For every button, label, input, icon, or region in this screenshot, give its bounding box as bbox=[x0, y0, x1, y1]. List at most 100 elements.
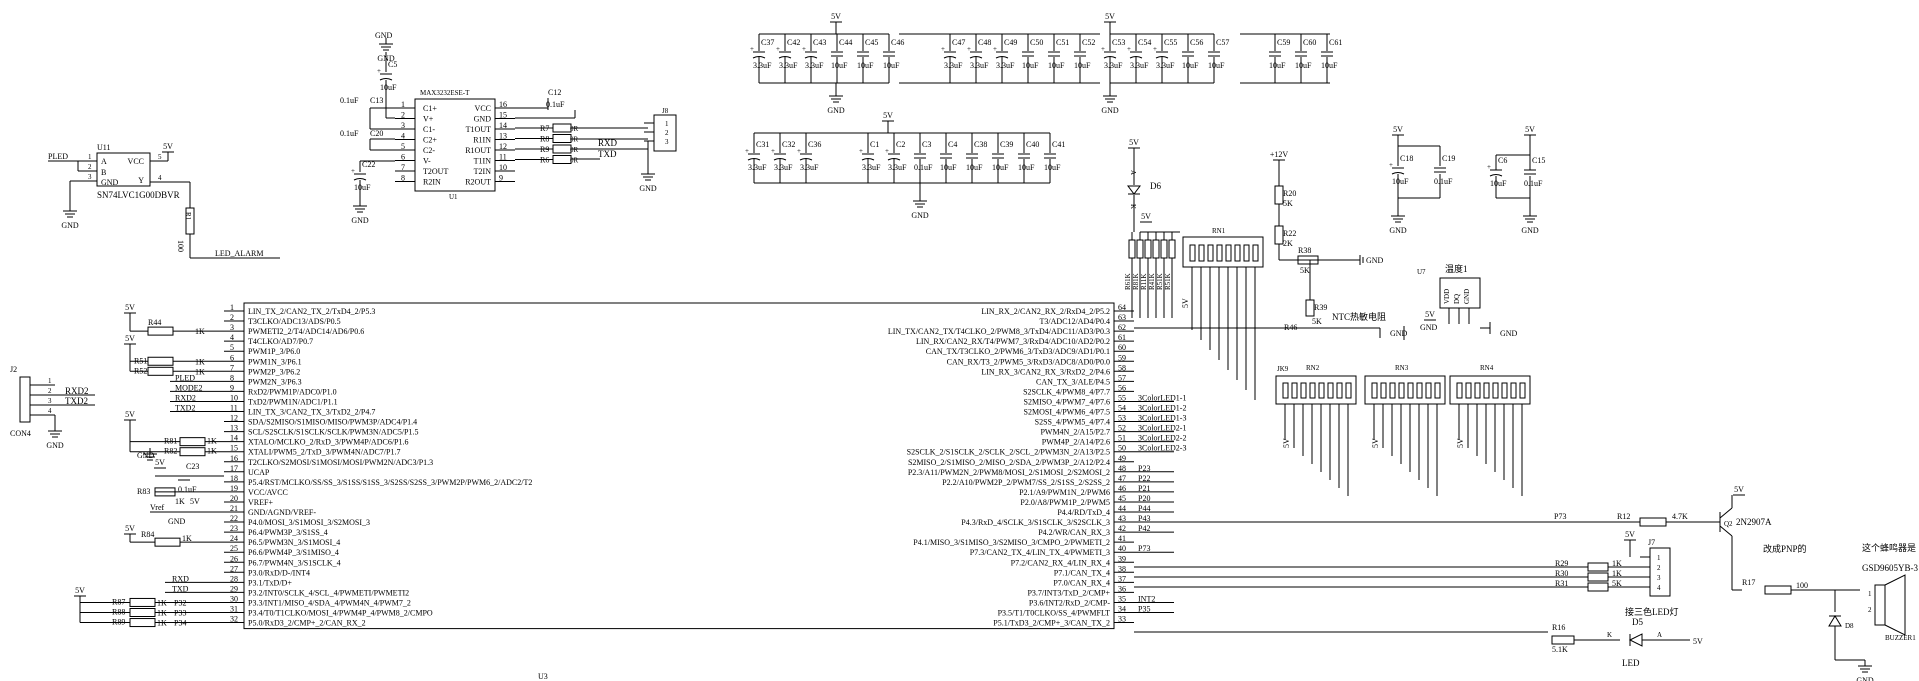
res-ref: R51 bbox=[134, 356, 147, 365]
gnd-label: GND bbox=[1101, 106, 1119, 115]
resistor bbox=[552, 134, 572, 143]
rn-element bbox=[1492, 382, 1499, 399]
pin-number: 63 bbox=[1118, 313, 1126, 322]
pin-number: 15 bbox=[230, 444, 238, 453]
pin-label: P4.4/RD/TxD_4 bbox=[1057, 508, 1110, 517]
res-value: 1K bbox=[1612, 569, 1622, 578]
pin-label: GND bbox=[474, 115, 492, 124]
vcc-label: 5V bbox=[1425, 310, 1435, 319]
resistor bbox=[179, 447, 206, 457]
rn-element bbox=[1282, 382, 1289, 399]
resistor-r39 bbox=[1305, 299, 1315, 317]
pin-number: 4 bbox=[1657, 584, 1661, 592]
pin-label: LIN_TX_2/CAN2_TX_2/TxD4_2/P5.3 bbox=[248, 307, 375, 316]
pin-number: 1 bbox=[665, 120, 669, 128]
cap-ref: C53 bbox=[1112, 38, 1125, 47]
connector-j8 bbox=[653, 114, 677, 152]
pin-label: P2.2/A10/PWM2P_2/PWM7/SS_2/S1SS_2/S2SS_2 bbox=[942, 478, 1110, 487]
pin-label: T4CLKO/AD7/P0.7 bbox=[248, 337, 313, 346]
rn-element bbox=[1336, 382, 1343, 399]
rn-element bbox=[1327, 382, 1334, 399]
cap-value: 10uF bbox=[1208, 61, 1225, 70]
transistor-part: 2N2907A bbox=[1736, 517, 1772, 527]
u11-body bbox=[96, 152, 151, 187]
resistor bbox=[129, 618, 156, 628]
pin-number: 1 bbox=[1657, 554, 1661, 562]
rn-element bbox=[1243, 244, 1250, 262]
pin-number: 8 bbox=[230, 373, 234, 382]
vcc-label: 5V bbox=[125, 334, 135, 343]
vcc-label: 5V bbox=[1393, 125, 1403, 134]
pin-label: P3.1/TxD/D+ bbox=[248, 578, 292, 587]
resistor bbox=[552, 144, 572, 154]
buzzer-horn bbox=[1884, 574, 1906, 636]
pin-number: 61 bbox=[1118, 333, 1126, 342]
res-value: 100 bbox=[1796, 581, 1808, 590]
cap-ref: C57 bbox=[1216, 38, 1229, 47]
cap-value: 3.3uF bbox=[944, 61, 963, 70]
gnd-label: GND bbox=[1366, 256, 1384, 265]
res-ref: R88 bbox=[112, 608, 125, 617]
pin-number: 40 bbox=[1118, 544, 1126, 553]
vcc-label: 5V bbox=[1105, 12, 1115, 21]
pin-number: 28 bbox=[230, 574, 238, 583]
rn-element bbox=[1474, 382, 1481, 399]
cap-plate bbox=[861, 158, 875, 161]
rgb-label: 接三色LED灯 bbox=[1625, 606, 1679, 617]
cap-plus: + bbox=[885, 147, 889, 155]
pin-label: R2OUT bbox=[465, 178, 491, 187]
buzzer-note: 改成PNP的 bbox=[1763, 543, 1807, 554]
cap-plate bbox=[969, 56, 983, 59]
pin-number: 2 bbox=[1657, 564, 1661, 572]
gnd-label: GND bbox=[351, 216, 369, 225]
vcc-label: 5V bbox=[1181, 298, 1190, 308]
res-ref: R87 bbox=[112, 597, 125, 606]
res-ref: R1 bbox=[184, 212, 192, 221]
vcc-label: 5V bbox=[831, 12, 841, 21]
rn-element bbox=[1234, 244, 1241, 262]
vcc-label: 5V bbox=[1371, 438, 1380, 448]
net-label: 3ColorLED2-3 bbox=[1138, 444, 1186, 453]
cap-ref: C56 bbox=[1190, 38, 1203, 47]
net-label: P20 bbox=[1138, 494, 1150, 503]
cap-value: 10uF bbox=[940, 163, 957, 172]
pin-number: 41 bbox=[1118, 534, 1126, 543]
rn-element bbox=[1216, 244, 1223, 262]
pin-number: 64 bbox=[1118, 303, 1126, 312]
vcc-label: 5V bbox=[1129, 138, 1139, 147]
pin-label: DQ bbox=[1453, 294, 1461, 304]
resistor bbox=[129, 597, 156, 607]
rn-element bbox=[1300, 382, 1307, 399]
res-value: 5.1K bbox=[1552, 645, 1568, 654]
buzzer-note: 这个蜂鸣器是 bbox=[1862, 542, 1916, 553]
pin-label: K bbox=[1129, 204, 1137, 209]
pin-number: 55 bbox=[1118, 393, 1126, 402]
vcc-label: 5V bbox=[1141, 212, 1151, 221]
pin-number: 5 bbox=[230, 343, 234, 352]
pin-number: 29 bbox=[230, 584, 238, 593]
net-label: RXD bbox=[172, 574, 189, 583]
cap-value: 0.1uF bbox=[1434, 177, 1453, 186]
cap-ref: C48 bbox=[978, 38, 991, 47]
res-value: 5K bbox=[1612, 579, 1622, 588]
pin-label: P5.0/RxD3_2/CMP+_2/CAN_RX_2 bbox=[248, 619, 366, 628]
pin-label: CAN_TX/T3CLKO_2/PWM6_3/TxD3/ADC9/AD1/P0.… bbox=[926, 347, 1110, 356]
cap-value: 10uF bbox=[831, 61, 848, 70]
cap-value: 10uF bbox=[992, 163, 1009, 172]
pin-label: R1IN bbox=[473, 136, 491, 145]
net-label: TXD2 bbox=[175, 404, 195, 413]
cap-plate bbox=[747, 158, 761, 161]
pin-number: 36 bbox=[1118, 584, 1126, 593]
pin-number: 1 bbox=[1868, 590, 1872, 598]
net-label: RXD2 bbox=[65, 386, 89, 396]
pin-label: P3.3/INT1/MISO_4/SDA_4/PWM4N_4/PWM7_2 bbox=[248, 598, 411, 607]
resistor bbox=[1128, 239, 1136, 259]
cap-ref: C5 bbox=[388, 60, 397, 69]
net-label: 3ColorLED1-3 bbox=[1138, 414, 1186, 423]
pin-number: 33 bbox=[1118, 615, 1126, 624]
vcc-label: +12V bbox=[1270, 150, 1289, 159]
res-value: 100 bbox=[176, 240, 185, 252]
rn-element bbox=[1252, 244, 1259, 262]
gnd-label: GND bbox=[375, 31, 393, 40]
